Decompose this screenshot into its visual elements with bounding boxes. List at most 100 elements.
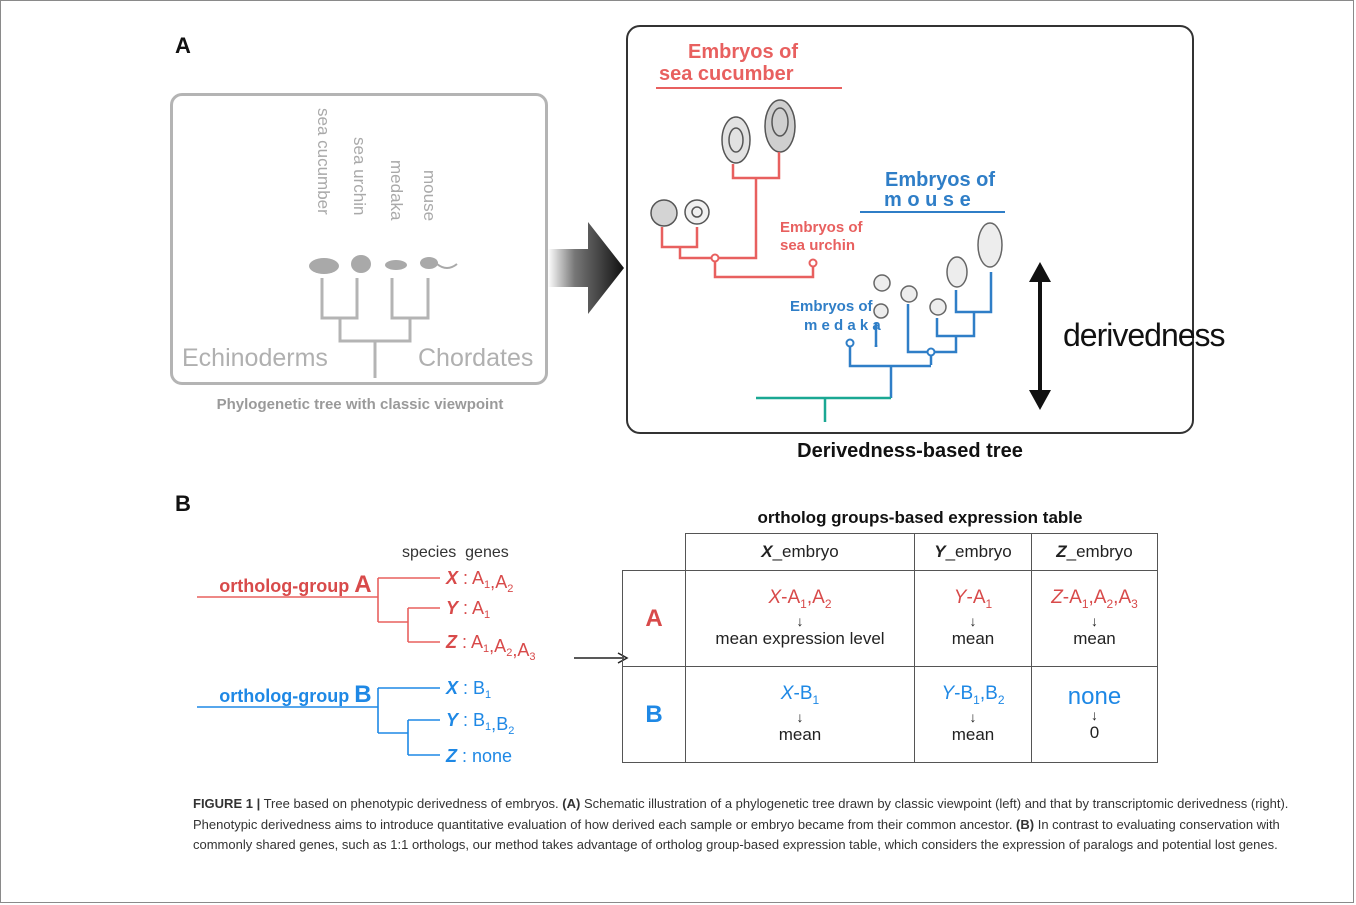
gene-subscript: 1 [484,579,490,591]
classic-species-medaka: medaka [387,160,406,221]
transition-arrow [548,222,624,314]
gene-name: B [473,710,485,730]
table-row-label-b: B [622,666,686,763]
cell-gene-subscript: 2 [824,596,832,611]
header-species: X [761,542,773,561]
derivedness-axis-label: derivedness [1063,317,1225,353]
cell-species: Y [941,682,955,704]
sea-cucumber-embryo-drawings [650,99,796,227]
down-arrow-icon: ↓ [1091,706,1098,723]
group-a-row-y: Y : A1 [446,598,490,621]
classic-group-echinoderms: Echinoderms [182,344,328,372]
down-arrow-icon: ↓ [796,613,804,630]
mouse-tail [436,263,458,269]
table-cell-a-y: Y-A1 ↓mean [914,570,1032,667]
separator: : [458,568,472,588]
cell-summary: mean [1073,629,1116,649]
mouse-ancestor-node [926,347,936,357]
mouse-label-line1: Embryos of [885,169,995,191]
cell-genes: Y-A1 [953,586,993,611]
table-row-label-a: A [622,570,686,667]
cell-species: Y [953,586,967,608]
table-corner [623,534,686,571]
table-cell-a-x: X-A1,A2 ↓mean expression level [685,570,915,667]
classic-group-chordates: Chordates [418,344,533,372]
gene-name: A [472,568,484,588]
cell-genes: X-B1 [780,682,820,707]
table-cell-b-y: Y-B1,B2 ↓mean [914,666,1032,763]
group-b-row-z: Z : none [445,746,512,766]
cell-genes: Z-A1,A2,A3 [1051,586,1138,611]
cell-genes: X-A1,A2 [768,586,832,611]
cell-gene-subscript: 2 [1106,596,1114,611]
group-b-row-y: Y : B1,B2 [446,710,514,737]
cell-summary: mean [778,725,822,745]
classic-tree-caption: Phylogenetic tree with classic viewpoint [216,396,504,413]
ortholog-group-b-label: ortholog-group B [197,681,385,708]
derivedness-tree-box [626,25,1194,434]
down-arrow-icon: ↓ [1091,613,1098,630]
caption-part-a-tag: (A) [562,796,581,811]
down-arrow-icon: ↓ [796,709,804,726]
mouse-silhouette [420,257,438,269]
mouse-embryo-drawings [873,222,1003,319]
table-cell-a-z: Z-A1,A2,A3 ↓mean [1031,570,1158,667]
species-letter: Y [446,710,460,730]
group-b-row-x: X : B1 [445,678,491,701]
cell-gene-subscript: 1 [1081,596,1089,611]
derivedness-root [756,396,891,422]
classic-tree-box [170,93,548,385]
caption-part-b-tag: (B) [1016,816,1035,832]
gene-name: A [494,636,506,656]
group-a-rows: X : A1,A2 Y : A1 Z : A1,A2,A3 [445,568,535,663]
ortholog-group-a-tree [197,577,440,643]
down-arrow-icon: ↓ [969,613,977,630]
gene-subscript: 1 [485,721,491,733]
separator: : [458,710,473,730]
caption-intro: Tree based on phenotypic derivedness of … [260,796,563,811]
expression-table: X_embryo Y_embryo Z_embryo A X-A1,A2↓mea… [622,533,1158,763]
gene-none: none [472,746,512,766]
cell-gene-subscript: 2 [997,692,1005,707]
species-letter: Z [445,746,458,766]
cell-gene-subscript: 1 [973,692,980,707]
gene-subscript: 1 [485,689,491,701]
group-a-row-x: X : A1,A2 [445,568,513,595]
gene-name: A [472,598,484,618]
ortholog-group-b-tree [197,687,440,756]
cell-gene-subscript: 1 [800,596,807,611]
gene-subscript: 1 [483,643,489,655]
cell-species: X [768,586,782,608]
table-cell-b-z: none↓0 [1031,666,1158,763]
gene-subscript: 2 [506,647,512,659]
separator: : [458,598,472,618]
sea-cucumber-silhouette [309,258,339,274]
table-header-x-embryo: X_embryo [685,533,915,571]
sea-urchin-node [808,258,818,268]
sea-urchin-silhouette [351,255,371,273]
cell-genes: Y-B1,B2 [941,682,1005,707]
species-letter: Y [446,598,460,618]
separator: : [457,632,471,652]
panel-b-letter: B [175,491,191,516]
header-species: Z [1056,542,1067,561]
cell-summary: 0 [1089,722,1100,742]
gene-subscript: 3 [529,651,535,663]
sea-urchin-label-line1: Embryos of [780,219,864,236]
down-arrow-icon: ↓ [969,709,977,726]
gene-name: B [496,714,508,734]
ortholog-group-a-label: ortholog-group A [197,571,385,598]
table-header-y-embryo: Y_embryo [914,533,1032,571]
cell-summary: mean expression level [715,629,885,649]
cell-summary: mean [951,629,995,649]
cell-genes: none [1067,682,1122,710]
cell-summary: mean [951,725,995,745]
panel-a-letter: A [175,33,191,58]
figure-caption: FIGURE 1 | Tree based on phenotypic deri… [193,794,1313,856]
table-cell-b-x: X-B1 ↓mean [685,666,915,763]
group-a-row-z: Z : A1,A2,A3 [445,632,535,663]
